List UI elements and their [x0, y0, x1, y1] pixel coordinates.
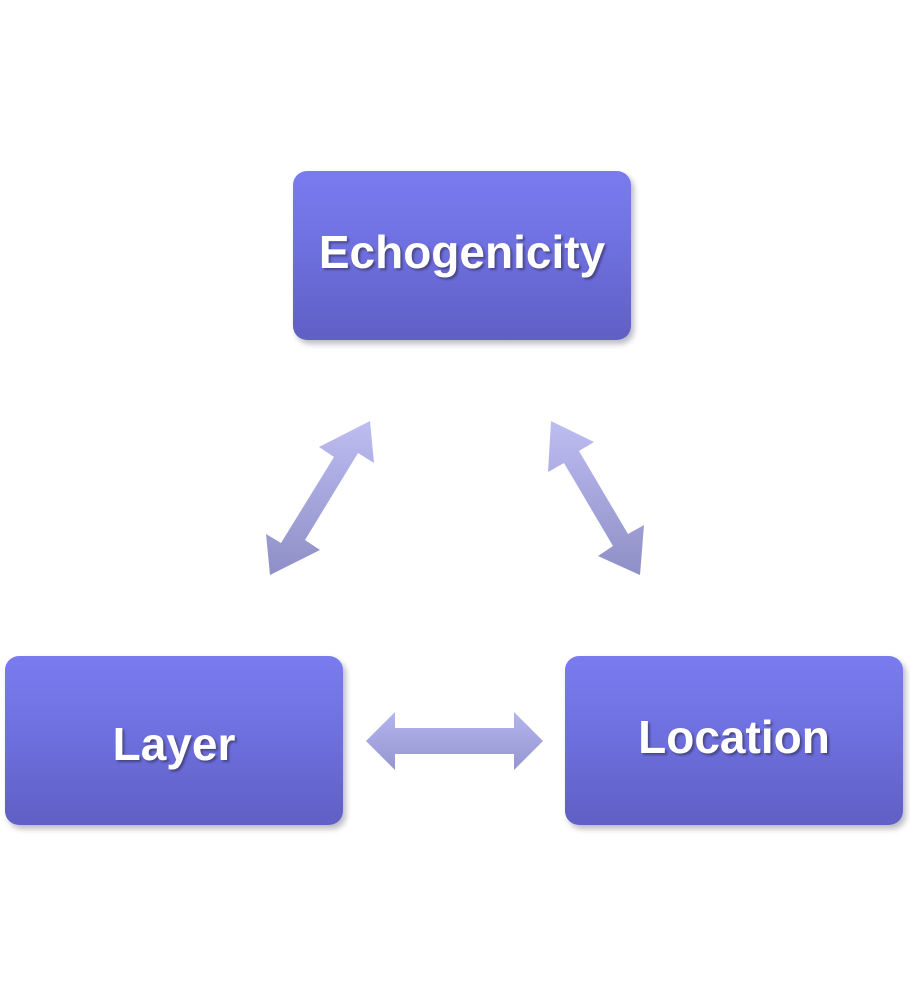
echogenicity-box: Echogenicity: [293, 171, 631, 340]
layer-label: Layer: [112, 717, 236, 770]
layer-box: Layer: [5, 656, 343, 825]
arrow-layer-echogenicity: [266, 421, 374, 575]
echogenicity-label: Echogenicity: [318, 225, 606, 278]
location-box: Location: [565, 656, 903, 825]
arrow-layer-location: [366, 712, 543, 770]
location-label: Location: [638, 710, 830, 763]
arrow-echogenicity-location: [548, 421, 644, 575]
